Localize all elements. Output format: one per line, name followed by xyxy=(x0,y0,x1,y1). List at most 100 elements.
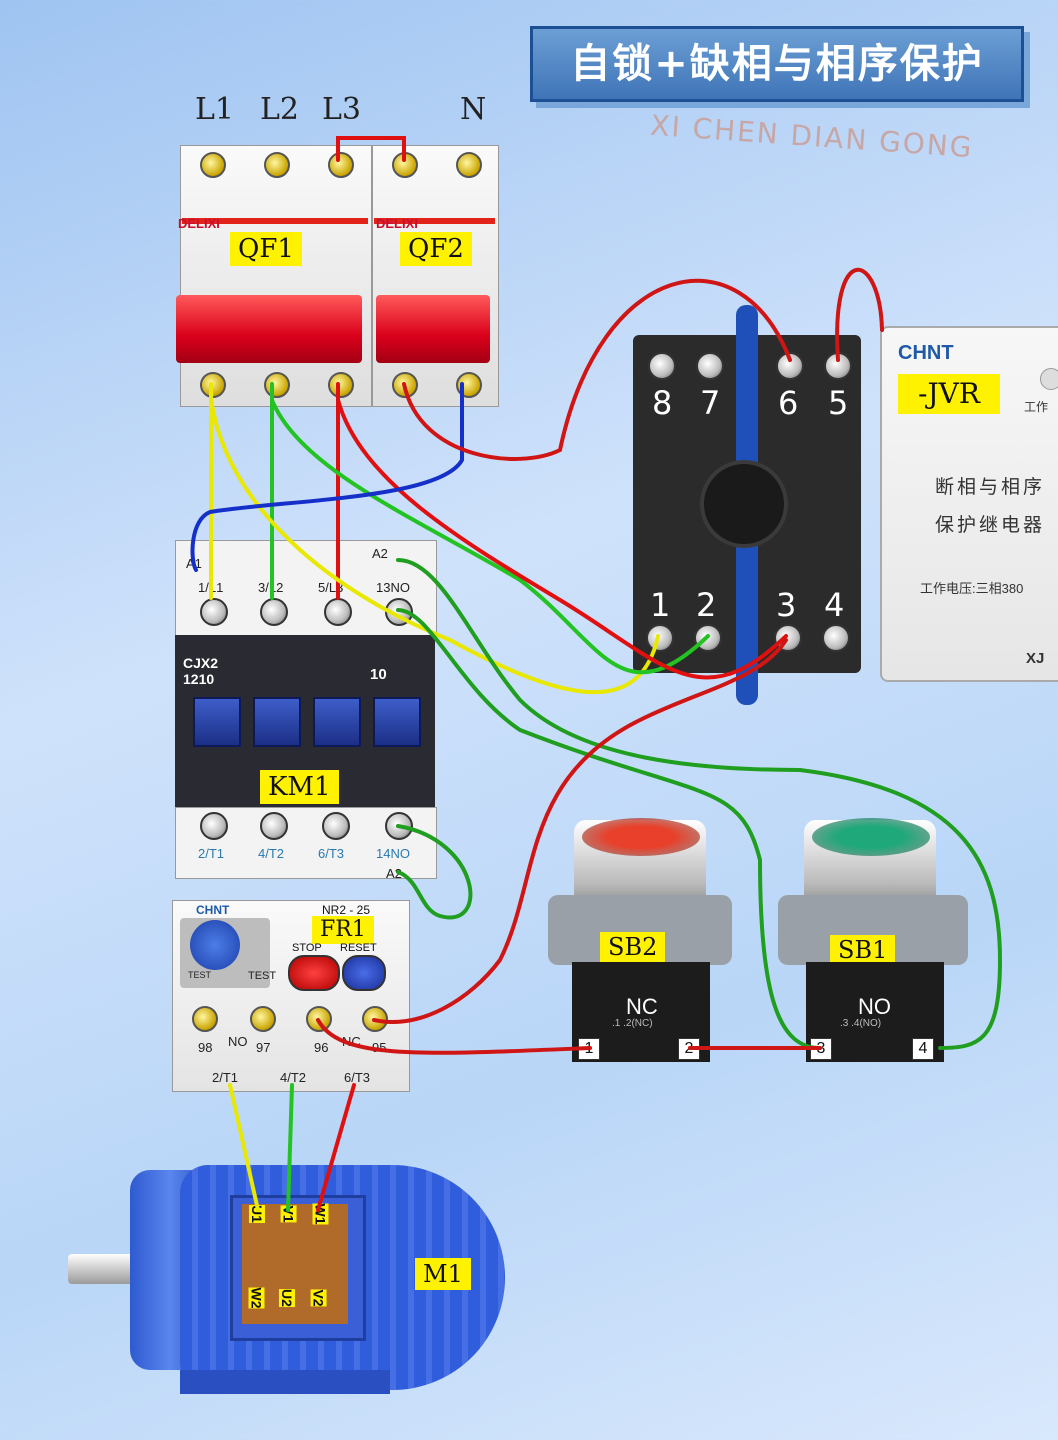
breaker-qf2-stripe xyxy=(374,218,495,224)
screw-terminal xyxy=(200,152,226,178)
socket-pin-2: 2 xyxy=(696,586,717,624)
wire-l1-motor xyxy=(228,1083,260,1212)
motor-base xyxy=(180,1370,390,1394)
breaker-qf2-brand: DELIXI xyxy=(376,216,418,231)
jvr-name-line2: 保护继电器 xyxy=(935,515,1046,536)
contactor-terminal-t3: 6/T3 xyxy=(318,846,345,861)
screw-terminal xyxy=(696,352,724,380)
jvr-corner: XJ xyxy=(1026,650,1045,667)
phase-label-l2: L2 xyxy=(260,92,300,127)
screw-terminal xyxy=(260,598,288,626)
wire-a2-to-relay xyxy=(396,558,1003,1050)
wire-n-to-coil xyxy=(190,382,464,572)
socket-pin-6: 6 xyxy=(778,384,799,422)
socket-center xyxy=(700,460,788,548)
contactor-contact-window xyxy=(313,697,361,747)
screw-terminal xyxy=(328,152,354,178)
contactor-contact-window xyxy=(193,697,241,747)
contactor-terminal-14no: 14NO xyxy=(376,846,410,861)
breaker-qf2 xyxy=(372,145,499,407)
breaker-qf1 xyxy=(180,145,372,407)
screw-terminal xyxy=(322,812,350,840)
contactor-label: KM1 xyxy=(260,770,339,804)
breaker-qf1-brand: DELIXI xyxy=(178,216,220,231)
overload-test-small: TEST xyxy=(188,970,212,980)
overload-stop-label: STOP xyxy=(292,942,322,954)
phase-label-l3: L3 xyxy=(322,92,362,127)
contactor-rating: 10 xyxy=(370,666,387,683)
jvr-voltage: 工作电压:三相380 xyxy=(920,581,1024,596)
jvr-model: -JVR xyxy=(898,374,1000,414)
breaker-qf1-stripe xyxy=(182,218,368,224)
screw-terminal xyxy=(328,372,354,398)
screw-terminal xyxy=(192,1006,218,1032)
phase-label-n: N xyxy=(460,92,487,127)
wire-14no-loop xyxy=(396,824,473,920)
overload-no-label: NO xyxy=(228,1034,248,1049)
motor-label: M1 xyxy=(415,1258,471,1290)
overload-out-t1: 2/T1 xyxy=(212,1070,239,1085)
overload-test: TEST xyxy=(248,970,277,982)
wire-95-to-sb2 xyxy=(372,638,788,1024)
sb2-label: SB2 xyxy=(600,932,666,962)
contactor-terminal-t1: 2/T1 xyxy=(198,846,225,861)
overload-terminal-98: 98 xyxy=(198,1040,213,1055)
socket-pin-1: 1 xyxy=(650,586,671,624)
status-led-icon xyxy=(1040,368,1058,390)
contactor-model-line2: 1210 xyxy=(183,671,215,687)
overload-brand: CHNT xyxy=(196,903,230,917)
socket-pin-5: 5 xyxy=(828,384,849,422)
reset-button[interactable] xyxy=(342,955,386,991)
screw-terminal xyxy=(260,812,288,840)
screw-terminal xyxy=(264,372,290,398)
screw-terminal xyxy=(264,152,290,178)
wire-relay5-loop xyxy=(835,268,884,362)
overload-out-t2: 4/T2 xyxy=(280,1070,307,1085)
wire-l3-qf2 xyxy=(336,136,406,162)
wire-l2-motor xyxy=(286,1083,294,1212)
contactor-model-line1: CJX2 xyxy=(183,655,219,671)
sb1-contact-type: NO xyxy=(858,994,891,1019)
wire-96-to-sb2 xyxy=(316,1018,592,1055)
sb2-contact-type: NC xyxy=(626,994,658,1019)
contactor-terminal-a2-bottom: A2 xyxy=(386,866,402,881)
wire-l1-sense xyxy=(209,398,660,694)
sb2-contact-detail: .1 .2(NC) xyxy=(612,1018,653,1029)
jvr-brand: CHNT xyxy=(898,342,954,364)
contactor-contact-window xyxy=(373,697,421,747)
overload-terminal-97: 97 xyxy=(256,1040,271,1055)
overload-out-t3: 6/T3 xyxy=(344,1070,371,1085)
motor-shaft xyxy=(68,1254,138,1284)
contactor-terminal-t2: 4/T2 xyxy=(258,846,285,861)
wire-13no-to-sb1 xyxy=(396,608,822,1050)
sb1-contact-detail: .3 .4(NO) xyxy=(840,1018,882,1029)
jvr-status-label: 工作 xyxy=(1024,400,1049,414)
screw-terminal xyxy=(648,352,676,380)
sb2-cap[interactable] xyxy=(582,818,700,856)
socket-pin-3: 3 xyxy=(776,586,797,624)
breaker-qf2-handle[interactable] xyxy=(376,295,490,363)
sb1-cap[interactable] xyxy=(812,818,930,856)
overload-model: NR2 - 25 xyxy=(322,903,371,917)
stop-button[interactable] xyxy=(288,955,340,991)
screw-terminal xyxy=(822,624,850,652)
setting-dial-icon[interactable] xyxy=(190,920,240,970)
wire-l3-motor xyxy=(316,1083,356,1212)
screw-terminal xyxy=(250,1006,276,1032)
screw-terminal xyxy=(200,812,228,840)
breaker-qf2-label: QF2 xyxy=(400,232,472,266)
socket-pin-4: 4 xyxy=(824,586,845,624)
wire-l3-sense xyxy=(336,398,788,680)
wire-l2-sense xyxy=(270,398,710,675)
wire-qf2-to-relay6 xyxy=(402,278,792,461)
screw-terminal xyxy=(646,624,674,652)
diagram-title: 自锁+缺相与相序保护 xyxy=(530,26,1024,102)
socket-pin-7: 7 xyxy=(700,384,721,422)
sb1-terminal-4: 4 xyxy=(912,1038,934,1060)
overload-label: FR1 xyxy=(312,916,374,944)
sb1-label: SB1 xyxy=(830,935,896,965)
overload-terminal-96: 96 xyxy=(314,1040,329,1055)
breaker-qf1-handle[interactable] xyxy=(176,295,362,363)
contactor-terminal-13no: 13NO xyxy=(376,580,410,595)
